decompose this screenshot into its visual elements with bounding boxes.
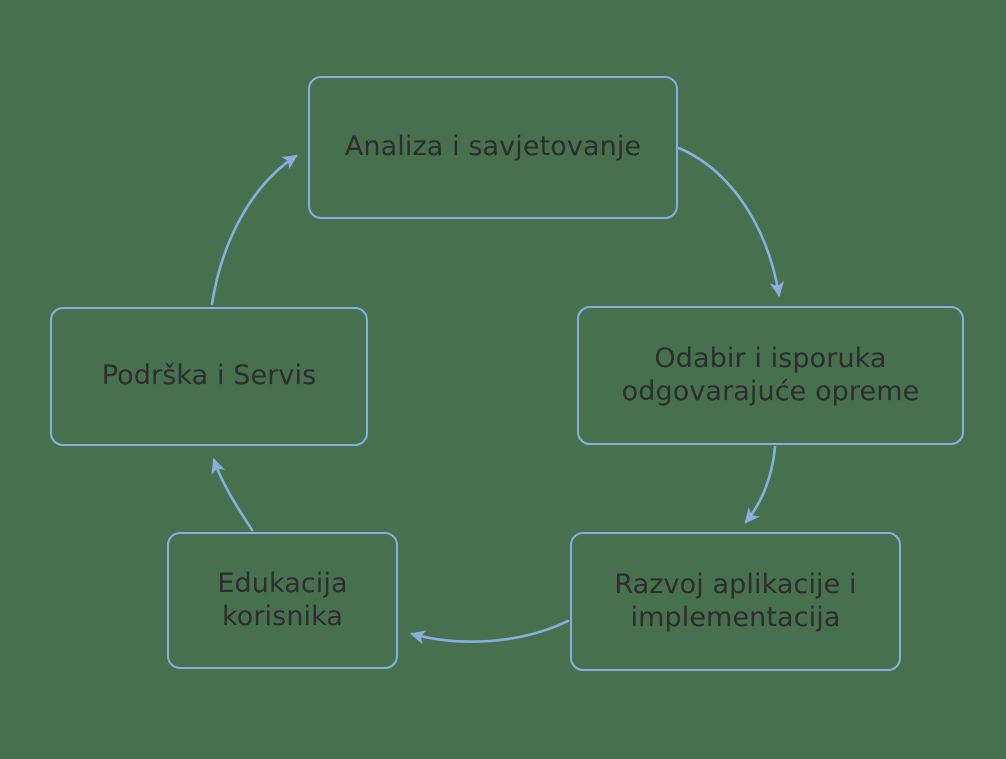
arrow-podrska-to-analiza bbox=[210, 154, 298, 306]
node-razvoj-aplikacije[interactable]: Razvoj aplikacije i implementacija bbox=[570, 532, 901, 671]
node-podrska-i-servis[interactable]: Podrška i Servis bbox=[50, 307, 368, 446]
node-odabir-i-isporuka[interactable]: Odabir i isporuka odgovarajuće opreme bbox=[577, 306, 964, 445]
node-label: Odabir i isporuka odgovarajuće opreme bbox=[621, 342, 920, 407]
node-label: Analiza i savjetovanje bbox=[344, 131, 642, 163]
node-label: Podrška i Servis bbox=[101, 360, 317, 392]
node-edukacija-korisnika[interactable]: Edukacija korisnika bbox=[167, 532, 398, 669]
node-label: Edukacija korisnika bbox=[217, 567, 348, 632]
arrow-edukacija-to-podrska bbox=[211, 458, 254, 532]
node-analiza-i-savjetovanje[interactable]: Analiza i savjetovanje bbox=[308, 76, 678, 219]
node-label: Razvoj aplikacije i implementacija bbox=[614, 568, 857, 633]
arrow-razvoj-to-edukacija bbox=[409, 619, 570, 645]
arrow-analiza-to-odabir bbox=[677, 146, 785, 298]
arrow-odabir-to-razvoj bbox=[744, 445, 777, 524]
